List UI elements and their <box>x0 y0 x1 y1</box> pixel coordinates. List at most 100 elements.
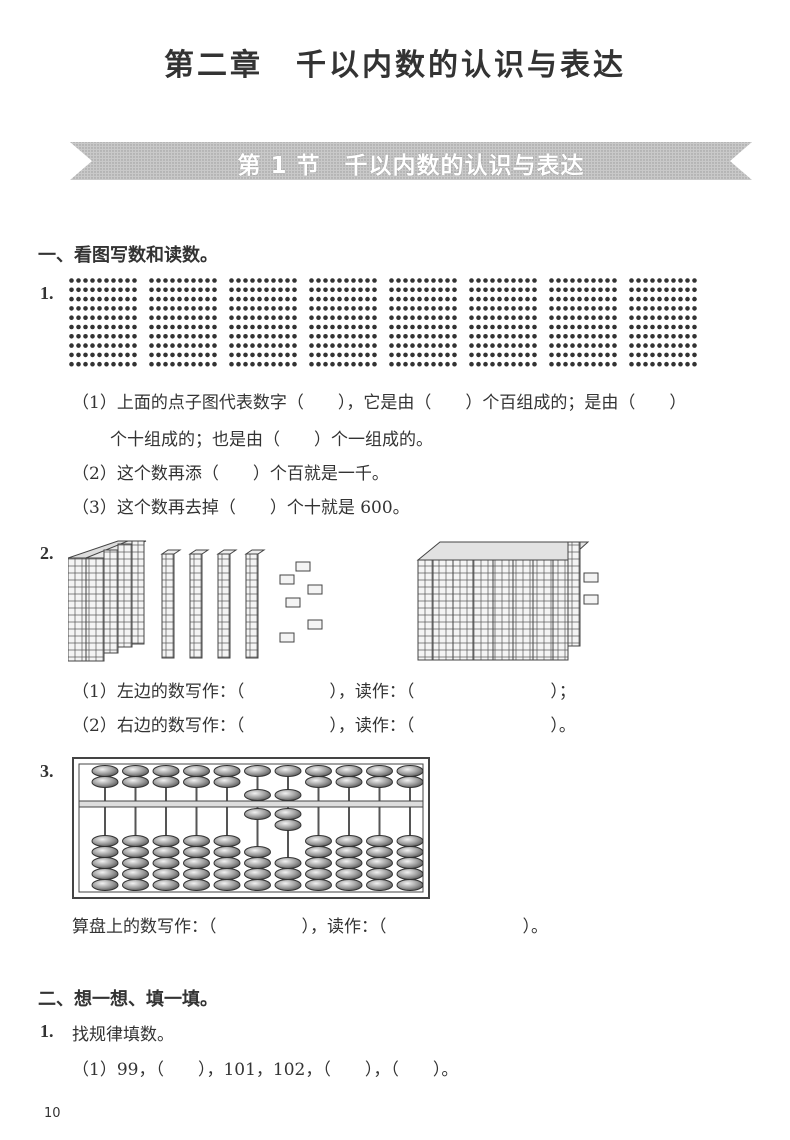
p2-q1-line: （1）99，（ ），101，102，（ ），（ ）。 <box>72 1060 459 1080</box>
q1-number: 1. <box>40 283 54 303</box>
abacus-bead <box>183 857 210 869</box>
page-number: 10 <box>44 1106 61 1121</box>
abacus-bead <box>366 776 393 788</box>
part1-heading: 一、看图写数和读数。 <box>38 245 218 266</box>
dot-block <box>549 278 617 367</box>
abacus-bead <box>213 857 241 869</box>
abacus-bead <box>183 879 210 891</box>
abacus-bead <box>396 879 424 891</box>
p2-q1-number: 1. <box>40 1021 54 1041</box>
right-hundred-flats <box>416 541 590 661</box>
abacus-bead <box>366 765 393 777</box>
abacus-bead <box>183 765 210 777</box>
q3-line: 算盘上的数写作：（ ），读作：（ ）。 <box>72 917 548 937</box>
base-ten-blocks-figure <box>68 540 599 662</box>
abacus-bead <box>213 835 241 847</box>
abacus-bead <box>244 765 271 777</box>
abacus-bead <box>91 846 119 858</box>
abacus-bead <box>244 789 271 801</box>
abacus-bead <box>305 868 332 880</box>
abacus-bead <box>305 857 332 869</box>
abacus-bead <box>274 819 302 831</box>
abacus-bead <box>183 776 210 788</box>
abacus-bead <box>366 835 393 847</box>
abacus-bead <box>122 765 149 777</box>
abacus-bead <box>396 776 424 788</box>
abacus-bead <box>122 857 149 869</box>
abacus-bead <box>213 846 241 858</box>
abacus-bead <box>122 879 149 891</box>
abacus-figure <box>72 757 430 899</box>
abacus-bead <box>244 808 271 820</box>
abacus-bead <box>122 776 149 788</box>
dot-block <box>469 278 537 367</box>
abacus-bead <box>335 765 363 777</box>
abacus-bead <box>305 879 332 891</box>
abacus-bead <box>244 868 271 880</box>
q2-line-1: （1）左边的数写作：（ ），读作：（ ）； <box>72 682 576 702</box>
abacus-bead <box>335 879 363 891</box>
abacus-bead <box>396 857 424 869</box>
abacus-bead <box>366 879 393 891</box>
abacus-bead <box>274 789 302 801</box>
abacus-bead <box>183 835 210 847</box>
abacus-bead <box>305 835 332 847</box>
abacus-bead <box>335 776 363 788</box>
abacus-bead <box>152 857 180 869</box>
abacus-bead <box>396 765 424 777</box>
abacus-bead <box>152 879 180 891</box>
abacus-bead <box>274 879 302 891</box>
abacus-bead <box>244 879 271 891</box>
abacus-bead <box>274 765 302 777</box>
dot-block <box>629 278 697 367</box>
q2-number: 2. <box>40 543 54 563</box>
chapter-title: 第二章 千以内数的认识与表达 <box>164 48 626 83</box>
left-one-cubes <box>279 561 323 643</box>
q1-line-4: （3）这个数再去掉（ ）个十就是 600。 <box>72 498 410 518</box>
abacus-bead <box>274 868 302 880</box>
dot-block <box>229 278 297 367</box>
abacus-bead <box>213 879 241 891</box>
abacus-bead <box>305 846 332 858</box>
abacus-bead <box>335 868 363 880</box>
abacus-bead <box>335 857 363 869</box>
abacus-bead <box>335 846 363 858</box>
q1-line-3: （2）这个数再添（ ）个百就是一千。 <box>72 464 389 484</box>
abacus-bead <box>305 765 332 777</box>
abacus-bead <box>335 835 363 847</box>
abacus-bead <box>305 776 332 788</box>
section-banner <box>70 142 752 180</box>
part2-heading: 二、想一想、填一填。 <box>38 989 218 1010</box>
left-hundred-flats <box>68 540 147 662</box>
right-one-cubes <box>583 572 599 605</box>
abacus-bead <box>152 868 180 880</box>
abacus-bead <box>274 857 302 869</box>
abacus-bead <box>396 868 424 880</box>
left-ten-rods <box>160 549 266 659</box>
q1-line-1: （1）上面的点子图代表数字（ ），它是由（ ）个百组成的；是由（ ） <box>72 393 687 413</box>
abacus-bead <box>366 846 393 858</box>
q1-line-2: 个十组成的；也是由（ ）个一组成的。 <box>110 430 433 450</box>
abacus-bead <box>91 879 119 891</box>
abacus-bead <box>396 835 424 847</box>
abacus-bead <box>152 835 180 847</box>
abacus-bead <box>213 868 241 880</box>
abacus-bead <box>213 776 241 788</box>
p2-q1-title: 找规律填数。 <box>72 1025 174 1045</box>
abacus-bead <box>396 846 424 858</box>
abacus-bead <box>91 835 119 847</box>
abacus-bead <box>122 868 149 880</box>
abacus-beam <box>78 800 424 808</box>
abacus-bead <box>91 765 119 777</box>
abacus-bead <box>366 857 393 869</box>
q2-line-2: （2）右边的数写作：（ ），读作：（ ）。 <box>72 716 576 736</box>
abacus-bead <box>91 776 119 788</box>
abacus-bead <box>213 765 241 777</box>
abacus-bead <box>91 868 119 880</box>
abacus-bead <box>152 846 180 858</box>
dot-block <box>69 278 137 367</box>
abacus-bead <box>244 857 271 869</box>
abacus-bead <box>274 808 302 820</box>
abacus-bead <box>244 846 271 858</box>
dot-block <box>389 278 457 367</box>
